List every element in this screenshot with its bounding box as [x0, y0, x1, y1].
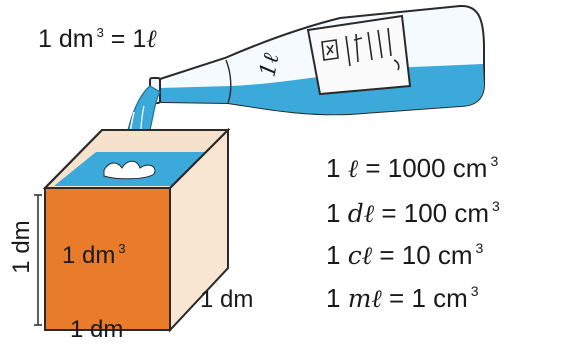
equivalence-lhs: 1 dm [38, 25, 94, 53]
conversion-unit: dℓ [347, 199, 375, 228]
bottle: 1ℓ [149, 4, 485, 116]
conversion-lead: 1 [326, 198, 348, 228]
conversion-exponent: 3 [470, 283, 479, 299]
conversion-unit: cℓ [347, 241, 373, 270]
cube-top-rim [44, 129, 231, 189]
cube [42, 127, 231, 333]
cube-depth-label: 1 dm [200, 286, 254, 313]
conversion-value: = 100 cm [374, 198, 490, 228]
equivalence-eq: = 1 [103, 25, 147, 53]
conversion-value: = 1000 cm [358, 153, 488, 183]
cube-width-label: 1 dm [70, 316, 124, 343]
conversion-unit: ℓ [347, 154, 359, 183]
bottle-label [306, 14, 412, 96]
conversion-exponent: 3 [490, 153, 499, 169]
dimension-markers [34, 194, 42, 326]
bottle-shoulder [225, 59, 232, 104]
equivalence-lhs-exponent: 3 [96, 25, 104, 40]
cube-volume-exponent: 3 [118, 241, 126, 256]
conversion-exponent: 3 [492, 198, 500, 214]
conversion-lead: 1 [326, 240, 348, 270]
conversion-value: = 1 cm [381, 283, 468, 313]
conversion-lead: 1 [326, 153, 348, 183]
cube-volume-text: 1 dm [62, 242, 116, 269]
conversion-value: = 10 cm [372, 240, 473, 270]
label-scribble-icon [321, 27, 400, 71]
cube-splash [103, 160, 156, 180]
equivalence-unit: ℓ [146, 24, 157, 53]
cube-height-label: 1 dm [8, 220, 35, 274]
conversion-lead: 1 [326, 283, 348, 313]
conversion-unit: mℓ [347, 284, 382, 313]
conversion-exponent: 3 [475, 240, 484, 256]
